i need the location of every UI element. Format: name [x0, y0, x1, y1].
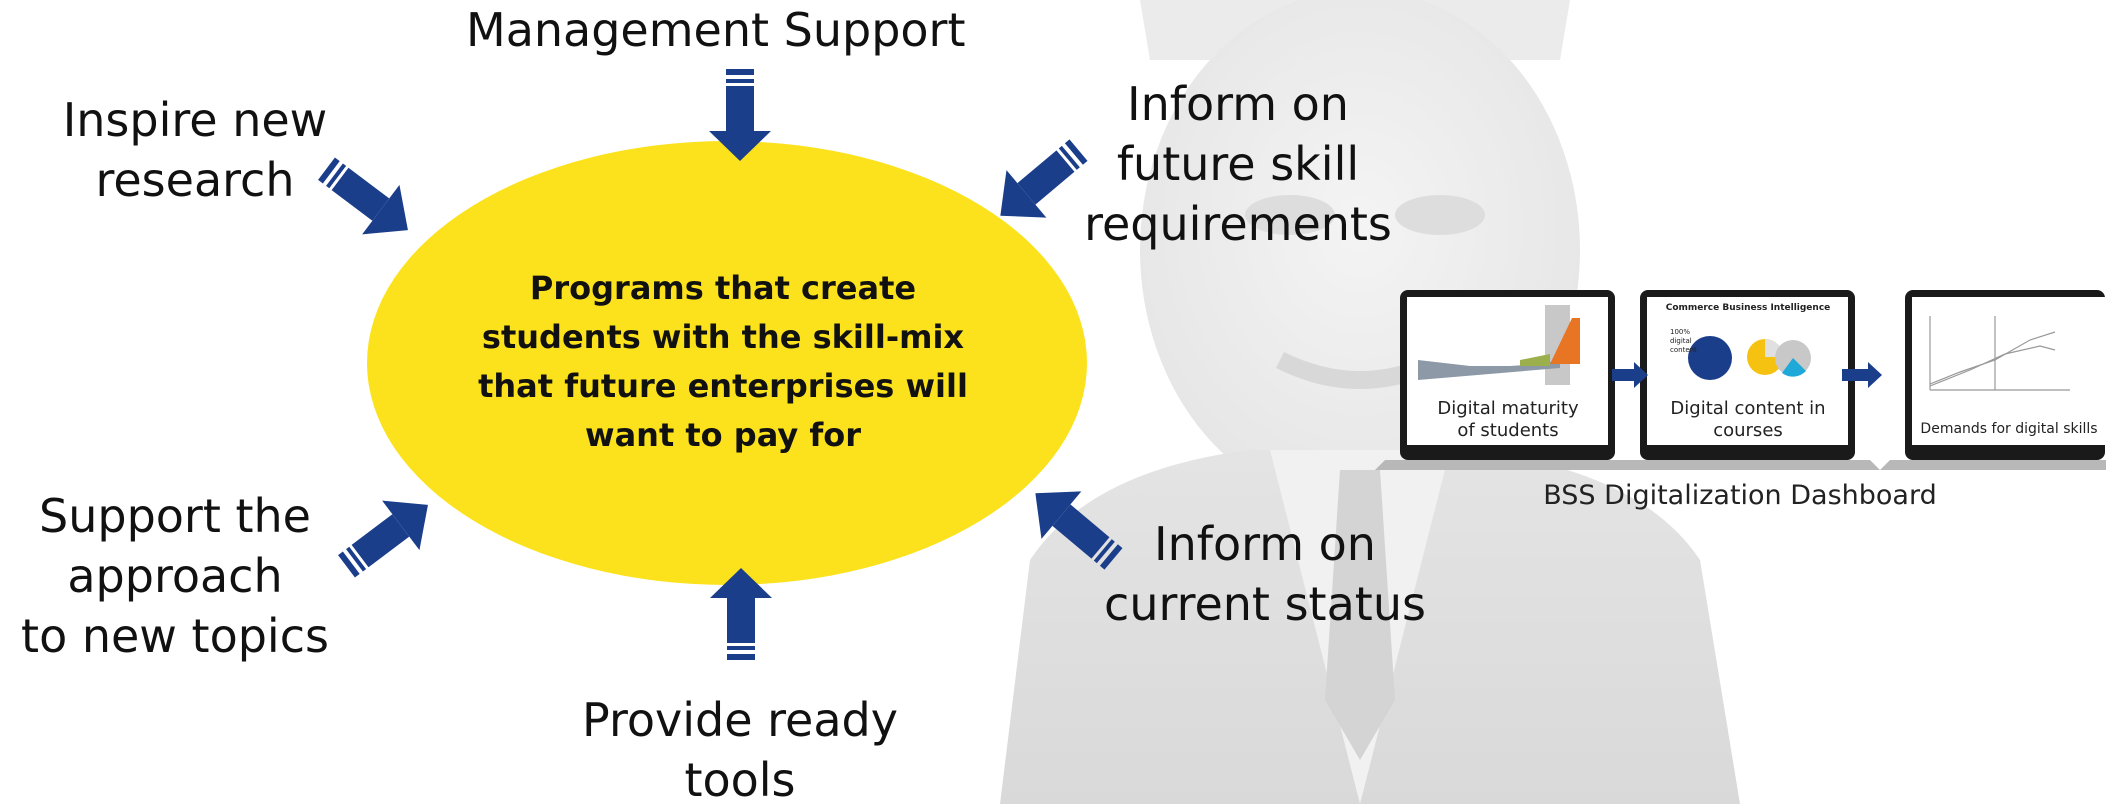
label-line: future skill [1116, 137, 1360, 191]
arrow-up-bottom [710, 568, 772, 660]
label-line: Digital maturity [1437, 398, 1579, 419]
label-current-status: Inform on current status [1100, 514, 1430, 634]
arrow-lower-left [338, 500, 428, 578]
label-line: of students [1457, 420, 1559, 441]
label-future-skills: Inform on future skill requirements [1078, 74, 1398, 254]
dashboard-caption: BSS Digitalization Dashboard [1543, 480, 1937, 511]
arrow-upper-left [318, 157, 408, 235]
label-line: to new topics [21, 609, 329, 663]
label-line: tools [684, 753, 796, 807]
label-line: Inform on [1127, 77, 1349, 131]
label-support-approach: Support the approach to new topics [10, 486, 340, 666]
label-line: courses [1713, 420, 1783, 441]
label-line: approach [67, 549, 283, 603]
label-ready-tools: Provide ready tools [560, 690, 920, 810]
label-line: Provide ready [582, 693, 898, 747]
maturity-mini-chart [1418, 305, 1580, 385]
label-line: research [95, 153, 295, 207]
center-goal-text: Programs that create students with the s… [478, 269, 968, 454]
label-line: Support the [39, 489, 311, 543]
laptop-digital-maturity [1375, 290, 1640, 470]
label-line: Inspire new [62, 93, 328, 147]
screen-note-content: 100% digital content [1670, 328, 1697, 354]
screen-title-content: Commerce Business Intelligence [1665, 303, 1831, 313]
label-management-support: Management Support [466, 3, 966, 57]
arrow-upper-right [1000, 139, 1088, 218]
arrow-down-top [709, 69, 771, 161]
laptop-digital-demand [1880, 290, 2106, 470]
label-inspire-research: Inspire new research [40, 90, 350, 210]
label-line: current status [1104, 577, 1426, 631]
input-arrows [318, 69, 1123, 660]
center-ellipse [367, 141, 1087, 585]
label-line: Demands for digital skills [1920, 421, 2098, 437]
screen-label-content: Digital content in courses [1648, 398, 1848, 442]
dashboard [1375, 290, 2106, 470]
screen-label-maturity: Digital maturity of students [1408, 398, 1608, 442]
laptop-digital-content [1615, 290, 1880, 470]
label-line: requirements [1084, 197, 1392, 251]
label-line: Inform on [1154, 517, 1376, 571]
label-line: Digital content in [1670, 398, 1826, 419]
arrow-lower-right [1035, 491, 1123, 570]
screen-label-demand: Demands for digital skills [1912, 418, 2106, 440]
